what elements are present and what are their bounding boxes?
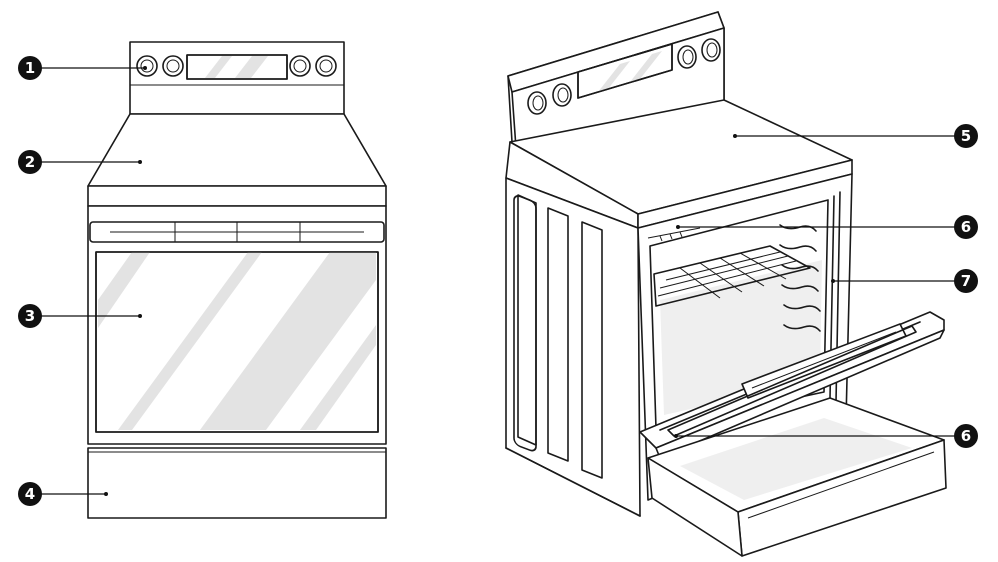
callout-number: 6 — [961, 427, 971, 445]
callout-number: 4 — [25, 485, 35, 503]
callout-1: 1 — [18, 56, 147, 80]
control-display — [577, 43, 673, 99]
perspective-control-panel — [507, 11, 725, 149]
control-knob-icon — [289, 55, 311, 77]
perspective-side-panel — [505, 177, 641, 517]
callout-7: 7 — [831, 269, 978, 293]
front-view-range — [87, 41, 387, 519]
callout-number: 7 — [961, 272, 971, 290]
callout-4: 4 — [18, 482, 108, 506]
callout-number: 6 — [961, 218, 971, 236]
control-display — [186, 54, 288, 80]
callout-6-top: 6 — [676, 215, 978, 239]
control-knob-icon — [315, 55, 337, 77]
callout-number: 2 — [25, 153, 35, 171]
callout-3: 3 — [18, 304, 142, 328]
callout-number: 3 — [25, 307, 35, 325]
front-cooktop — [87, 113, 387, 207]
front-control-panel — [129, 41, 345, 115]
control-knob-icon — [701, 38, 721, 62]
front-storage-drawer — [87, 447, 387, 519]
control-knob-icon — [677, 45, 697, 69]
callout-6-bottom: 6 — [674, 424, 978, 448]
control-knob-icon — [552, 83, 572, 107]
callout-number: 5 — [961, 127, 971, 145]
callout-2: 2 — [18, 150, 142, 174]
control-knob-icon — [162, 55, 184, 77]
oven-rack — [653, 245, 811, 307]
perspective-cooktop — [505, 99, 853, 229]
control-knob-icon — [136, 55, 158, 77]
perspective-view-range — [505, 11, 947, 557]
callout-number: 1 — [25, 59, 35, 77]
callout-5: 5 — [733, 124, 978, 148]
perspective-storage-drawer — [647, 397, 947, 557]
control-knob-icon — [527, 91, 547, 115]
front-oven-door — [87, 205, 387, 445]
